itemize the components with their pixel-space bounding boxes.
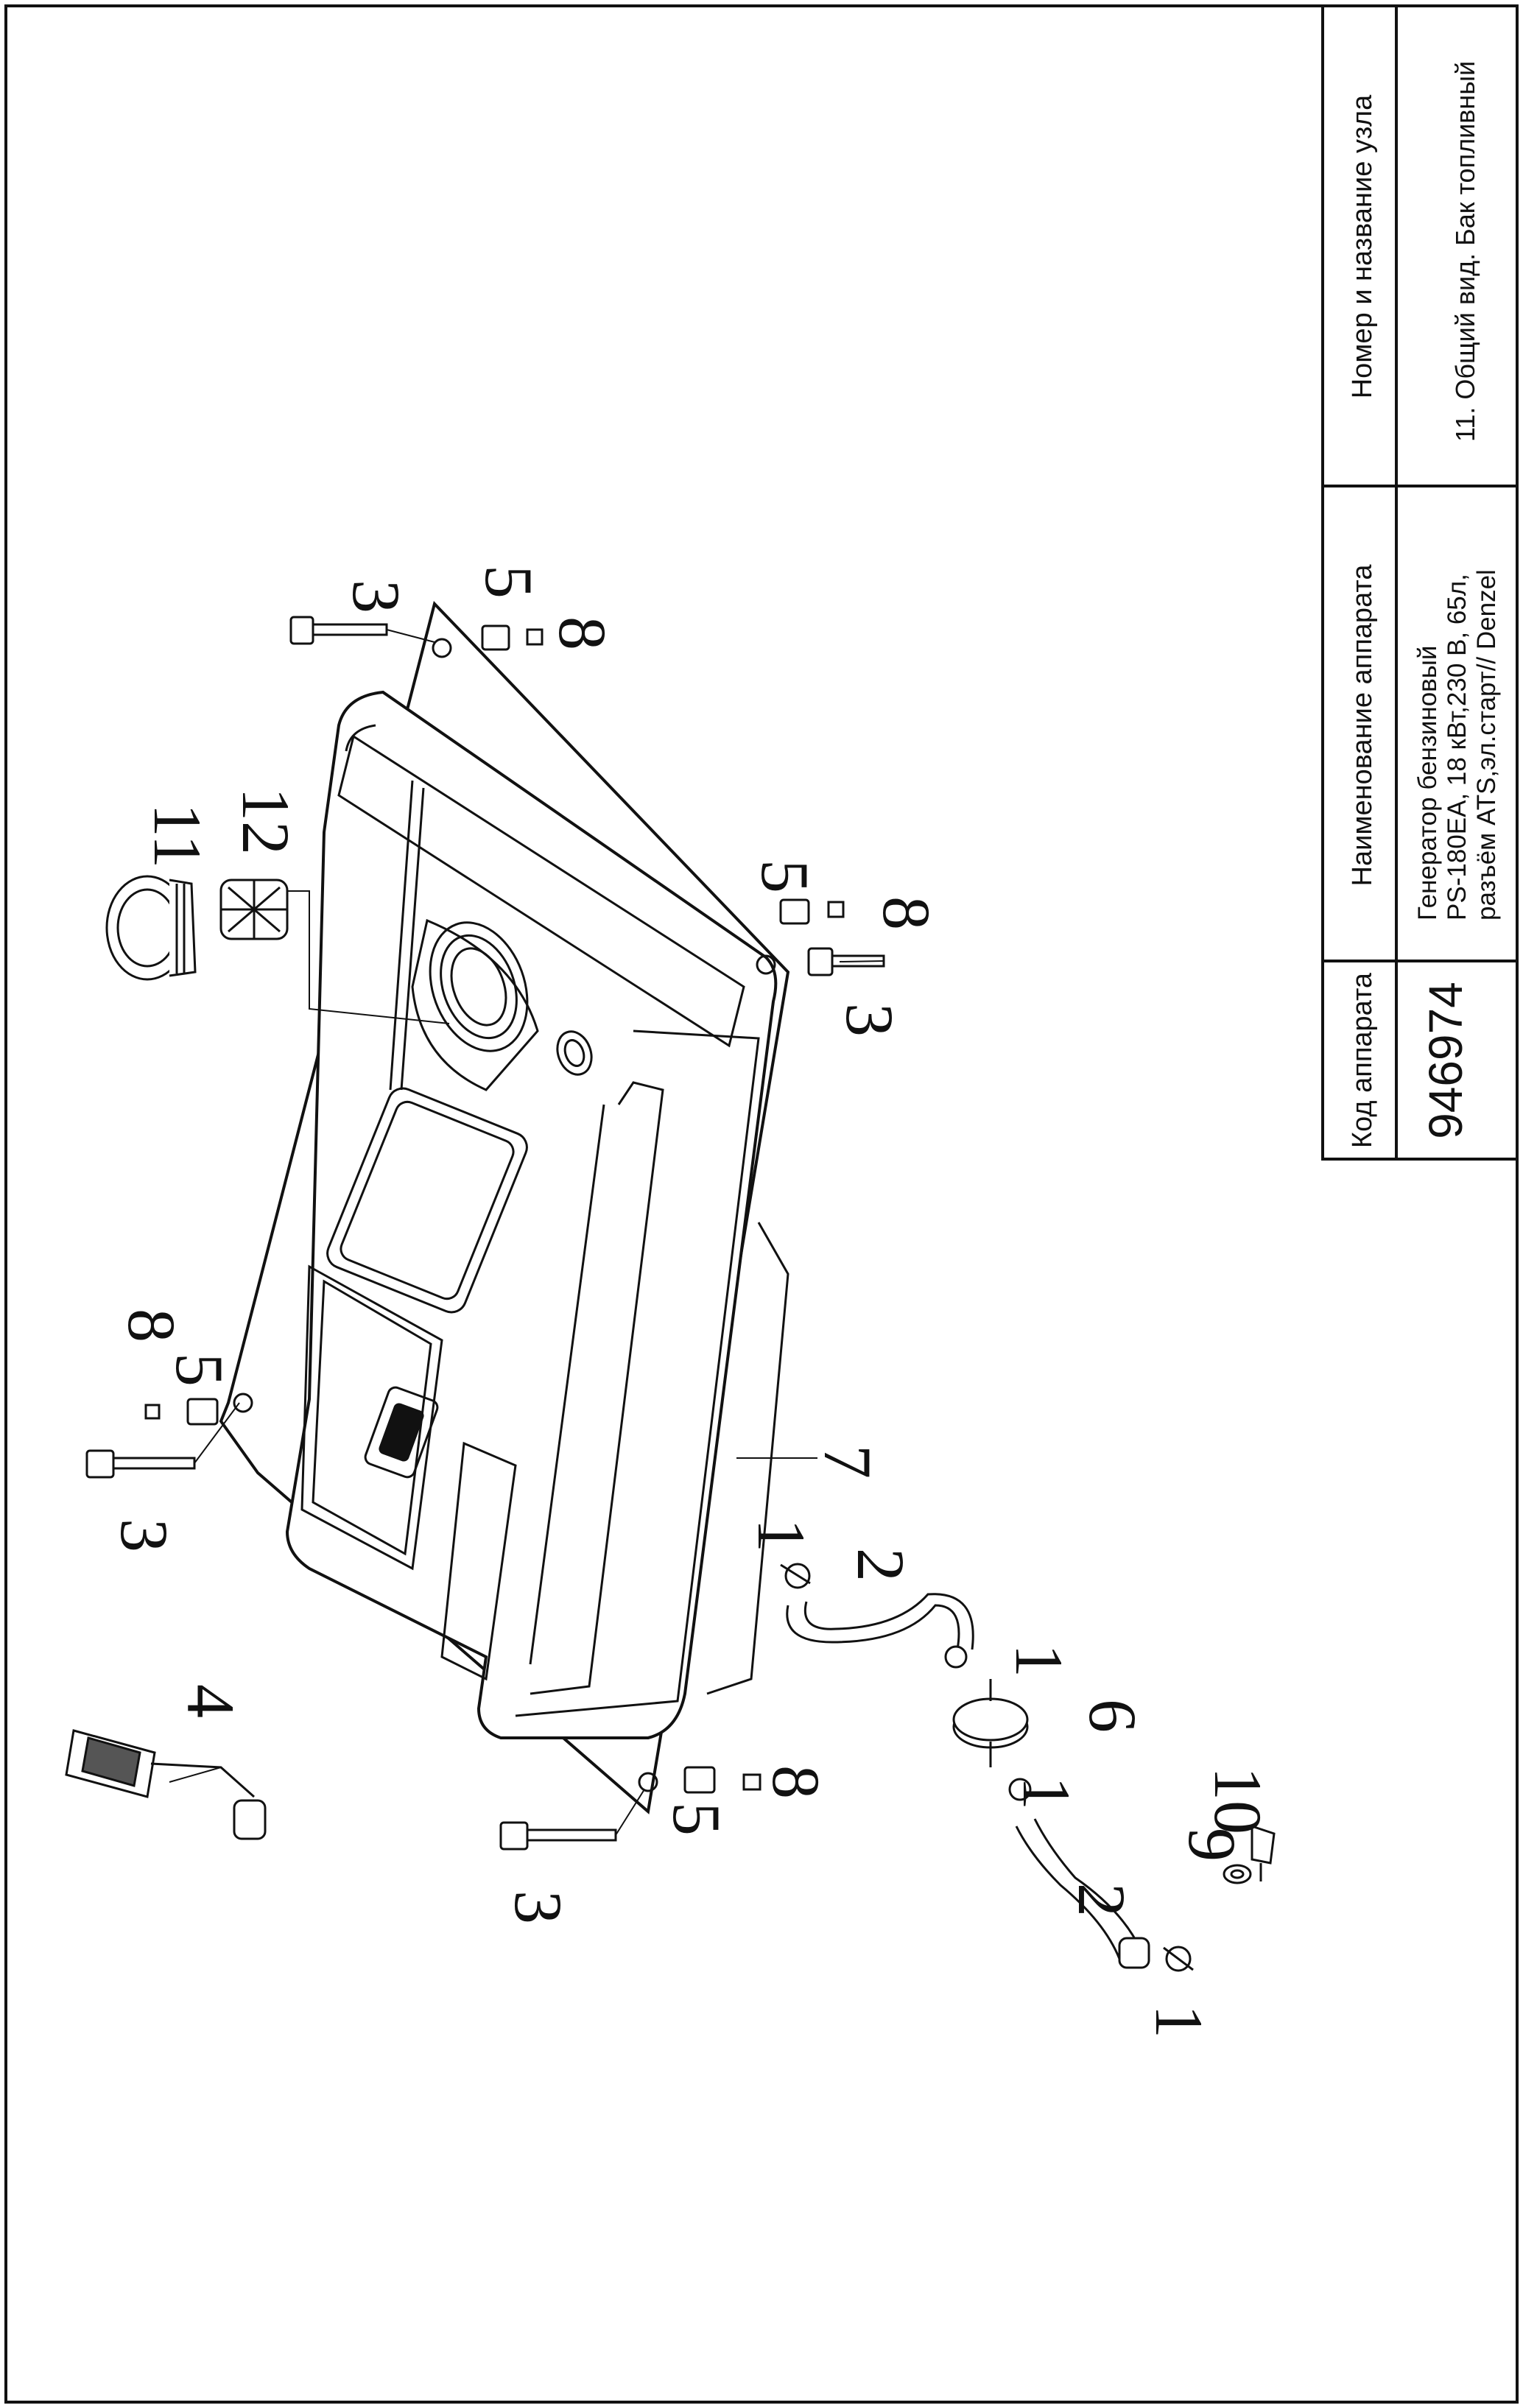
callout-8-bottom: 8 xyxy=(759,1765,834,1799)
fuel-strainer xyxy=(221,880,287,939)
callout-8-right: 8 xyxy=(869,896,944,930)
callout-1-b: 1 xyxy=(1002,1644,1077,1677)
title-block: Номер и название узла Наименование аппар… xyxy=(1323,6,1517,1159)
device-code-value: 946974 xyxy=(1419,982,1472,1139)
header-device-code: Код аппарата xyxy=(1347,972,1378,1148)
callout-3-top: 3 xyxy=(339,580,414,613)
device-name-line-1: Генератор бензиновый xyxy=(1413,646,1442,920)
callout-12: 12 xyxy=(228,787,303,855)
callout-6: 6 xyxy=(1075,1699,1150,1733)
drawing-frame xyxy=(6,6,1517,2402)
callout-1-d: 1 xyxy=(1142,2004,1217,2038)
callout-5-right: 5 xyxy=(748,859,823,893)
callout-7: 7 xyxy=(810,1445,885,1479)
unit-name-value: 11. Общий вид. Бак топливный xyxy=(1450,61,1480,442)
callout-2-a: 2 xyxy=(843,1548,918,1582)
callout-8-top: 8 xyxy=(545,616,620,650)
fuel-filter xyxy=(954,1679,1027,1767)
callout-5-top: 5 xyxy=(471,565,546,599)
device-name-line-3: разъём ATS,эл.старт// Denzel xyxy=(1472,569,1501,920)
callout-3-left: 3 xyxy=(107,1518,182,1552)
callout-5-left: 5 xyxy=(162,1353,237,1387)
fuel-tank xyxy=(221,604,788,1812)
callout-11: 11 xyxy=(140,803,215,869)
callout-9: 9 xyxy=(1175,1828,1250,1862)
callout-1-c: 1 xyxy=(1009,1776,1084,1810)
callout-5-bottom: 5 xyxy=(659,1802,734,1836)
callout-4: 4 xyxy=(173,1684,248,1718)
callout-3-right: 3 xyxy=(832,1003,907,1037)
header-device-name: Наименование аппарата xyxy=(1347,564,1378,887)
callout-3-bottom: 3 xyxy=(501,1890,576,1924)
header-unit-name: Номер и название узла xyxy=(1347,94,1378,398)
fuel-cap xyxy=(107,876,195,979)
device-name-line-2: PS-180EA, 18 кВт,230 В, 65л, xyxy=(1443,574,1471,920)
callout-8-left: 8 xyxy=(114,1309,189,1342)
callout-1-a: 1 xyxy=(744,1518,819,1552)
callout-10: 10 xyxy=(1200,1767,1276,1834)
callout-2-b: 2 xyxy=(1064,1883,1139,1917)
fuel-level-sensor xyxy=(66,1731,265,1839)
